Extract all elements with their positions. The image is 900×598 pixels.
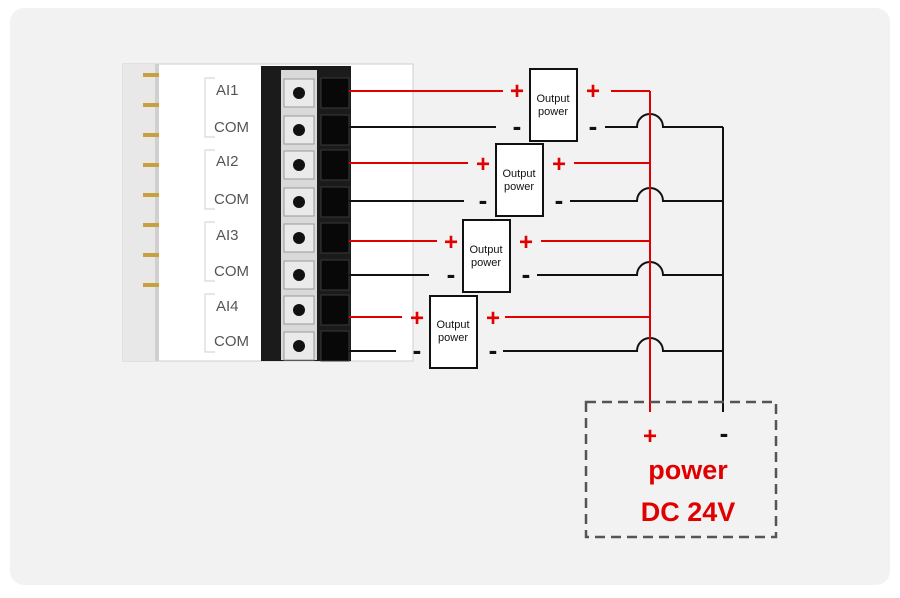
ch2-input-plus: + (476, 151, 490, 178)
output-box-2-line1: Output (502, 168, 535, 180)
label-com4: COM (214, 333, 249, 350)
output-box-2-line2: power (504, 181, 534, 193)
power-supply-title: power (648, 455, 728, 485)
ch4-output-plus: + (486, 305, 500, 332)
output-box-1-line1: Output (536, 93, 569, 105)
output-box-4-line2: power (438, 332, 468, 344)
label-com2: COM (214, 191, 249, 208)
output-power-box-2: Output power (495, 143, 544, 217)
label-ai4: AI4 (216, 298, 239, 315)
label-com3: COM (214, 263, 249, 280)
ch4-output-minus: - (489, 335, 498, 365)
label-com1: COM (214, 119, 249, 136)
terminal-screws (283, 78, 315, 361)
ch2-output-plus: + (552, 151, 566, 178)
device-side-strip (123, 64, 159, 361)
output-box-3-line1: Output (469, 244, 502, 256)
ch4-input-plus: + (410, 305, 424, 332)
label-ai2: AI2 (216, 153, 239, 170)
ch2-output-minus: - (555, 185, 564, 215)
terminal-wire-slots (320, 77, 350, 362)
device-pins (143, 73, 159, 287)
ch3-output-plus: + (519, 229, 533, 256)
ch4-input-minus: - (413, 335, 422, 365)
output-box-4-line1: Output (436, 319, 469, 331)
output-box-1-line2: power (538, 106, 568, 118)
ch2-input-minus: - (479, 185, 488, 215)
label-ai3: AI3 (216, 227, 239, 244)
label-ai1: AI1 (216, 82, 239, 99)
output-power-box-1: Output power (529, 68, 578, 142)
ch1-input-minus: - (513, 111, 522, 141)
ch1-input-plus: + (510, 78, 524, 105)
ch3-input-minus: - (447, 259, 456, 289)
power-supply-plus: + (643, 423, 657, 450)
ch1-output-minus: - (589, 111, 598, 141)
ch3-output-minus: - (522, 259, 531, 289)
ch3-input-plus: + (444, 229, 458, 256)
power-supply-voltage: DC 24V (641, 497, 736, 527)
terminal-block-device: AI1 COM AI2 COM AI3 COM AI4 COM (122, 63, 414, 362)
ch1-output-plus: + (586, 78, 600, 105)
output-power-box-3: Output power (462, 219, 511, 293)
power-supply-box: + - power DC 24V (584, 400, 778, 539)
output-box-3-line2: power (471, 257, 501, 269)
power-supply-minus: - (720, 418, 729, 448)
output-power-box-4: Output power (429, 295, 478, 369)
